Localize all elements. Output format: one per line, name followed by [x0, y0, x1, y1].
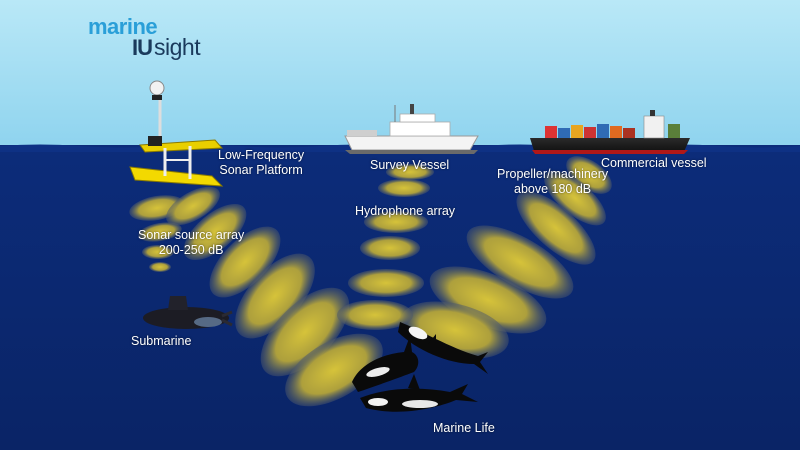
label-survey-vessel: Survey Vessel: [370, 158, 449, 173]
logo-word-iu: IU: [132, 35, 152, 61]
label-sonar-source-array: Sonar source array 200-250 dB: [138, 228, 244, 258]
marine-insight-logo: marine IU sight: [88, 14, 208, 58]
label-propeller-noise: Propeller/machinery above 180 dB: [497, 167, 608, 197]
label-commercial-vessel: Commercial vessel: [601, 156, 707, 171]
label-submarine: Submarine: [131, 334, 191, 349]
label-sonar-platform: Low-Frequency Sonar Platform: [218, 148, 304, 178]
label-hydrophone-array: Hydrophone array: [355, 204, 455, 219]
logo-word-sight: sight: [154, 34, 200, 61]
label-marine-life: Marine Life: [433, 421, 495, 436]
